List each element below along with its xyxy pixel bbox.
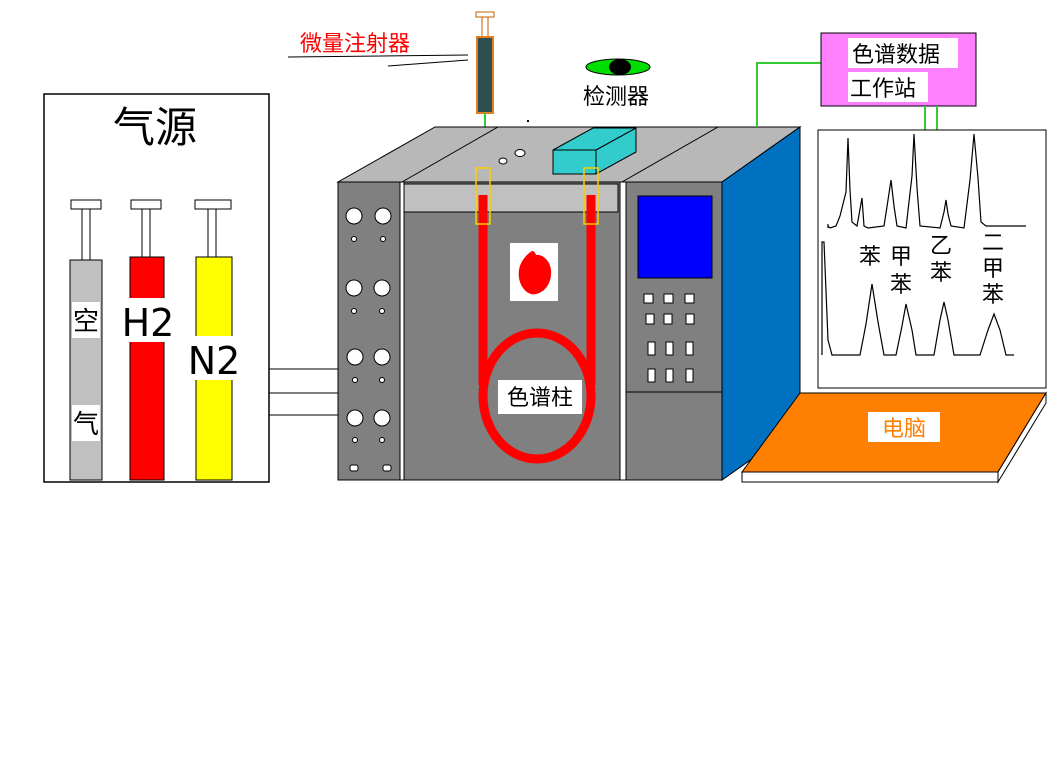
column-label: 色谱柱 (507, 386, 573, 411)
peak-label-benzene: 苯 (859, 245, 881, 270)
flame-icon (510, 243, 558, 301)
peak-label-ethylbenzene-2: 苯 (930, 261, 952, 286)
cylinder-n2: N2 (188, 199, 241, 481)
gas-source-panel: 气源 空 气 H2 N2 (43, 93, 270, 483)
workstation-label-line1: 色谱数据 (852, 43, 940, 68)
microsyringe: 微量注射器 (287, 11, 495, 170)
data-workstation: 色谱数据 工作站 (756, 32, 977, 131)
gas-source-title: 气源 (113, 103, 197, 152)
cylinder-air: 空 气 (69, 199, 103, 481)
keypad (643, 293, 695, 383)
detector-box (552, 127, 637, 175)
computer-label: 电脑 (882, 417, 926, 442)
chromatographic-column (478, 195, 596, 464)
cylinder-air-label-bottom: 气 (73, 410, 99, 440)
cylinder-air-label-top: 空 (73, 307, 99, 337)
peak-labels: 苯 甲 苯 乙 苯 二 甲 苯 (859, 231, 1004, 308)
peak-label-xylene-2: 甲 (982, 257, 1004, 282)
cylinder-h2-label: H2 (122, 301, 175, 345)
peak-label-toluene-2: 苯 (890, 273, 912, 298)
detector-label: 检测器 (583, 85, 649, 110)
computer: 电脑 苯 甲 苯 乙 苯 二 甲 苯 (741, 129, 1047, 484)
detector-indicator: 检测器 (583, 58, 651, 110)
peak-label-toluene-1: 甲 (890, 245, 912, 270)
control-knobs (345, 207, 392, 472)
cylinder-n2-label: N2 (188, 339, 241, 383)
peak-label-xylene-3: 苯 (982, 283, 1004, 308)
peak-label-xylene-1: 二 (982, 231, 1004, 256)
chromatogram (821, 133, 1026, 356)
peak-label-ethylbenzene-1: 乙 (930, 234, 952, 259)
gas-lines (269, 368, 338, 416)
column-fittings (475, 167, 599, 225)
monitor-screen (817, 129, 1047, 389)
workstation-label-line2: 工作站 (850, 77, 916, 102)
cylinder-h2: H2 (122, 199, 175, 481)
syringe-label: 微量注射器 (300, 32, 410, 57)
gc-instrument: 色谱柱 (336, 126, 802, 481)
